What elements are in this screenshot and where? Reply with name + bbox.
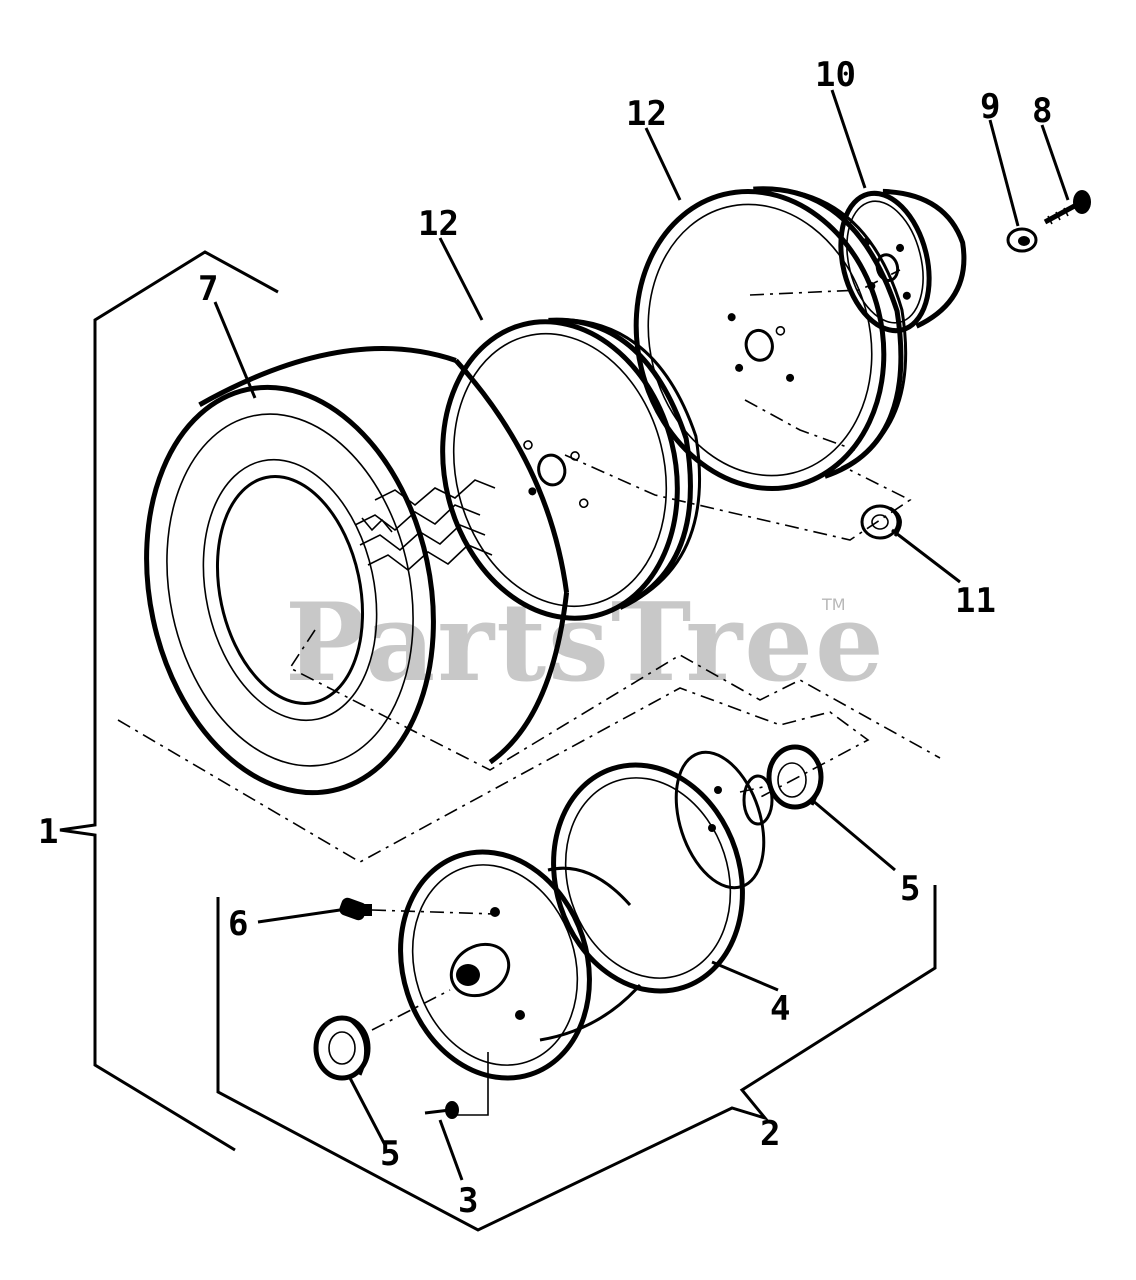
rim-alignment-path: [564, 269, 912, 541]
rim-half-left: [440, 317, 702, 621]
bolt: [1043, 190, 1091, 225]
nut: [1006, 227, 1038, 253]
valve-stem: [424, 1101, 459, 1119]
callout-8: 8: [1032, 91, 1052, 131]
pulley-plate: [838, 188, 967, 334]
callout-7: 7: [198, 269, 218, 309]
tire: [144, 346, 570, 796]
callout-5-right: 5: [900, 869, 920, 909]
callout-10: 10: [815, 55, 856, 95]
callout-11: 11: [955, 581, 996, 621]
callout-3: 3: [458, 1181, 478, 1221]
callout-4: 4: [770, 989, 790, 1029]
callout-6: 6: [228, 904, 248, 944]
assembly-2-bracket: [216, 885, 937, 1232]
watermark-text: PartsTree: [285, 580, 886, 706]
watermark-trademark: TM: [821, 595, 846, 614]
bearing-right: [766, 744, 824, 810]
leader-lines: [213, 89, 1070, 1181]
watermark: PartsTree TM: [285, 580, 886, 706]
bearing-left: [313, 1015, 371, 1081]
callout-12-right: 12: [626, 94, 667, 134]
callout-12-left: 12: [418, 204, 459, 244]
assembly-1-bracket: [59, 250, 279, 1152]
rim-half-right: [633, 186, 908, 492]
grease-fitting: [339, 897, 372, 921]
alignment-path: [117, 629, 941, 863]
callout-5-left: 5: [380, 1134, 400, 1174]
callout-labels: 7 12 12 10 9 8 11 5 4 6 1 2 5 3: [38, 55, 1052, 1221]
callout-1: 1: [38, 812, 58, 852]
callout-2: 2: [760, 1114, 780, 1154]
hub: [398, 750, 774, 1081]
callout-9: 9: [980, 87, 1000, 127]
